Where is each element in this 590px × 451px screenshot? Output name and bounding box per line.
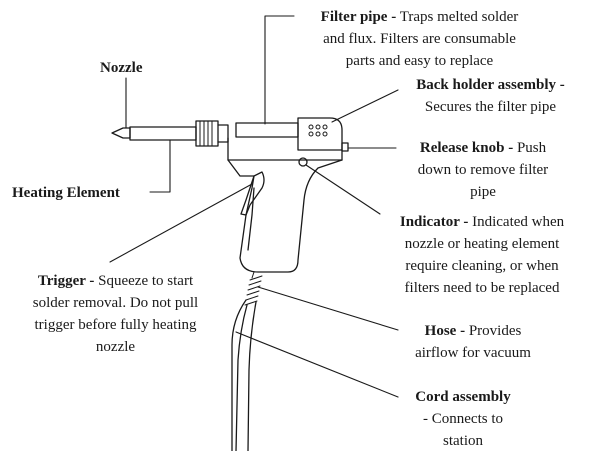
label-release-knob: Release knob - Push down to remove filte… bbox=[398, 137, 568, 203]
gun-handle bbox=[227, 159, 343, 273]
label-filter-pipe-line1: Traps melted solder bbox=[399, 9, 519, 25]
leader-heating-element bbox=[149, 139, 171, 193]
label-nozzle-title: Nozzle bbox=[100, 60, 143, 76]
label-heating-element-title: Heating Element bbox=[12, 185, 120, 201]
label-indicator-line3: require cleaning, or when bbox=[405, 258, 559, 274]
label-hose-title: Hose - bbox=[424, 323, 466, 339]
label-indicator-line4: filters need to be replaced bbox=[404, 280, 560, 296]
gun-body-top bbox=[227, 137, 343, 161]
label-filter-pipe-line3: parts and easy to replace bbox=[345, 53, 494, 69]
label-cord-assembly: Cord assembly - Connects to station bbox=[398, 386, 528, 451]
label-release-knob-line1: Push bbox=[516, 140, 547, 156]
label-hose: Hose - Provides airflow for vacuum bbox=[398, 320, 548, 364]
label-trigger-line1: Squeeze to start bbox=[98, 273, 194, 289]
label-cord-assembly-title: Cord assembly bbox=[415, 389, 511, 405]
barrel-collar bbox=[195, 120, 219, 147]
label-hose-line1: Provides bbox=[468, 323, 522, 339]
label-hose-line2: airflow for vacuum bbox=[415, 345, 531, 361]
collar-knurling bbox=[199, 120, 213, 147]
label-filter-pipe-line2: and flux. Filters are consumable bbox=[323, 31, 516, 47]
label-trigger-line3: trigger before fully heating bbox=[34, 317, 197, 333]
leader-lines bbox=[109, 15, 399, 398]
label-indicator: Indicator - Indicated when nozzle or hea… bbox=[382, 211, 582, 299]
label-trigger: Trigger - Squeeze to start solder remova… bbox=[8, 270, 223, 358]
leader-cord bbox=[235, 331, 399, 398]
heating-barrel bbox=[129, 126, 197, 141]
label-cord-assembly-line2: station bbox=[443, 433, 483, 449]
label-indicator-title: Indicator - bbox=[399, 214, 469, 230]
trigger bbox=[240, 171, 265, 216]
label-nozzle: Nozzle bbox=[100, 57, 142, 79]
label-trigger-line2: solder removal. Do not pull bbox=[32, 295, 199, 311]
label-release-knob-line3: pipe bbox=[470, 184, 496, 200]
leader-back-holder bbox=[331, 89, 399, 123]
handle-inner-edge bbox=[247, 187, 255, 251]
label-trigger-line4: nozzle bbox=[95, 339, 136, 355]
back-holder-vents bbox=[308, 124, 328, 137]
filter-pipe bbox=[235, 122, 299, 138]
label-release-knob-title: Release knob - bbox=[419, 140, 514, 156]
label-back-holder: Back holder assembly - Secures the filte… bbox=[398, 74, 583, 118]
barrel-neck bbox=[217, 124, 229, 143]
label-filter-pipe: Filter pipe - Traps melted solder and fl… bbox=[297, 6, 542, 72]
hose-line-2 bbox=[247, 301, 257, 451]
label-indicator-line1: Indicated when bbox=[472, 214, 565, 230]
leader-filter-pipe bbox=[264, 15, 295, 125]
release-knob bbox=[341, 142, 349, 152]
leader-trigger bbox=[109, 183, 253, 263]
label-indicator-line2: nozzle or heating element bbox=[404, 236, 560, 252]
leader-hose bbox=[257, 286, 399, 331]
label-filter-pipe-title: Filter pipe - bbox=[320, 9, 397, 25]
indicator-light bbox=[298, 157, 308, 167]
label-heating-element: Heating Element bbox=[12, 182, 120, 204]
label-trigger-title: Trigger - bbox=[37, 273, 95, 289]
cord-line bbox=[231, 299, 247, 451]
hose-coil bbox=[244, 271, 263, 306]
nozzle-tip bbox=[111, 127, 131, 139]
label-back-holder-title: Back holder assembly - bbox=[416, 77, 565, 93]
label-release-knob-line2: down to remove filter bbox=[417, 162, 549, 178]
label-back-holder-line1: Secures the filter pipe bbox=[424, 99, 557, 115]
label-cord-assembly-line1: - Connects to bbox=[423, 411, 503, 427]
hose-line bbox=[235, 304, 248, 451]
leader-indicator bbox=[305, 164, 381, 215]
